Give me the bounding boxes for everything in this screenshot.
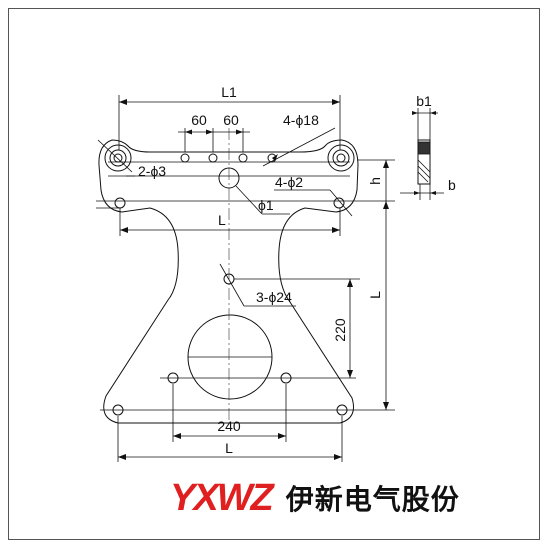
label-240: 240	[217, 418, 241, 434]
top-hole-3	[238, 153, 248, 163]
leader-2phi3	[97, 139, 133, 173]
arrow	[347, 279, 353, 287]
arrow	[118, 454, 126, 460]
top-hole-2	[208, 153, 218, 163]
left-lug-outer	[104, 144, 132, 172]
leader-4phi2	[329, 189, 353, 217]
label-2phi3: 2-ϕ3	[138, 163, 166, 179]
label-b1: b1	[416, 93, 432, 109]
arrow	[119, 99, 127, 105]
label-b: b	[448, 177, 456, 193]
brand-logo: YXWZ	[170, 476, 274, 519]
arrow	[383, 160, 389, 168]
arrow	[383, 402, 389, 410]
side-hole-left	[114, 197, 126, 209]
arrow	[272, 154, 278, 161]
arrow	[332, 99, 340, 105]
arrow	[120, 227, 128, 233]
brand-company-name: 伊新电气股份	[285, 483, 460, 516]
arrow	[206, 129, 213, 135]
side-hole-right	[333, 197, 345, 209]
arrow	[173, 433, 181, 439]
arrow	[236, 129, 243, 135]
label-60-a: 60	[191, 112, 207, 128]
label-4phi18: 4-ϕ18	[283, 112, 319, 128]
side-section-view	[400, 108, 444, 200]
label-l-mid: L	[218, 212, 226, 228]
label-4phi2: 4-ϕ2	[275, 174, 303, 190]
arrow	[278, 433, 286, 439]
label-l-bottom: L	[225, 440, 233, 456]
right-lug-inner	[332, 149, 350, 167]
leader-3phi24	[219, 263, 245, 307]
label-l-right: L	[367, 291, 383, 299]
right-lug-outer	[327, 144, 355, 172]
plate-outline	[98, 139, 359, 424]
arrow	[383, 201, 389, 209]
brand-banner: YXWZ 伊新电气股份	[170, 476, 460, 519]
right-lug-core	[336, 153, 346, 163]
arrow	[334, 454, 342, 460]
arrow	[185, 129, 192, 135]
label-l1: L1	[221, 84, 237, 100]
drawing-frame	[8, 8, 540, 540]
left-lug-core	[113, 153, 123, 163]
label-phi1: ϕ1	[258, 197, 274, 213]
leader-phi1	[235, 185, 263, 215]
label-h: h	[367, 177, 383, 185]
label-3phi24: 3-ϕ24	[256, 289, 292, 305]
arrow	[347, 370, 353, 378]
top-hole-1	[180, 153, 190, 163]
label-60-b: 60	[223, 112, 239, 128]
label-220: 220	[332, 318, 348, 342]
left-lug-inner	[109, 149, 127, 167]
arrow	[332, 227, 340, 233]
